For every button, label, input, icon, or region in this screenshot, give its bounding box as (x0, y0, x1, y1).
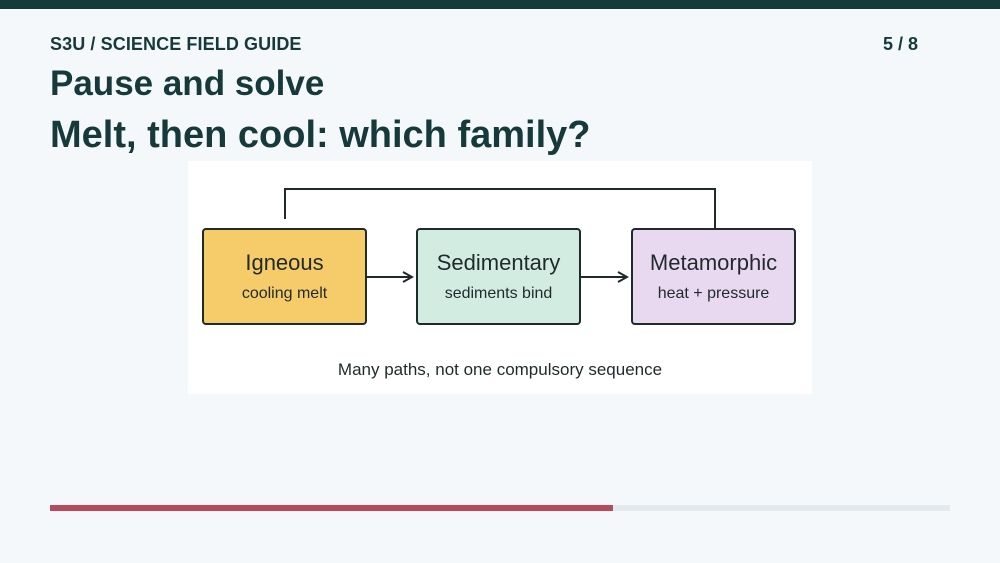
node-sedimentary-subtitle: sediments bind (444, 285, 553, 302)
diagram-caption: Many paths, not one compulsory sequence (337, 360, 663, 379)
top-accent-bar (0, 0, 1000, 9)
node-sedimentary-title: Sedimentary (436, 250, 561, 275)
diagram-connectors (284, 188, 716, 394)
node-igneous-subtitle: cooling melt (241, 285, 328, 302)
node-metamorphic: Metamorphic heat + pressure (631, 228, 796, 325)
progress-track (50, 505, 950, 511)
page-indicator: 5 / 8 (882, 34, 918, 54)
node-metamorphic-title: Metamorphic (649, 250, 778, 275)
course-kicker: S3U / SCIENCE FIELD GUIDE (50, 34, 302, 54)
node-sedimentary: Sedimentary sediments bind (416, 228, 581, 325)
node-igneous-title: Igneous (245, 250, 324, 275)
rock-cycle-diagram: Igneous cooling melt Sedimentary sedimen… (188, 161, 812, 394)
edge-igneous-to-metamorphic-loop (284, 188, 716, 228)
node-igneous: Igneous cooling melt (202, 228, 367, 325)
slide-question: Melt, then cool: which family? (50, 114, 591, 156)
slide-title: Pause and solve (50, 64, 325, 103)
progress-fill (50, 505, 613, 511)
node-metamorphic-subtitle: heat + pressure (657, 285, 770, 302)
